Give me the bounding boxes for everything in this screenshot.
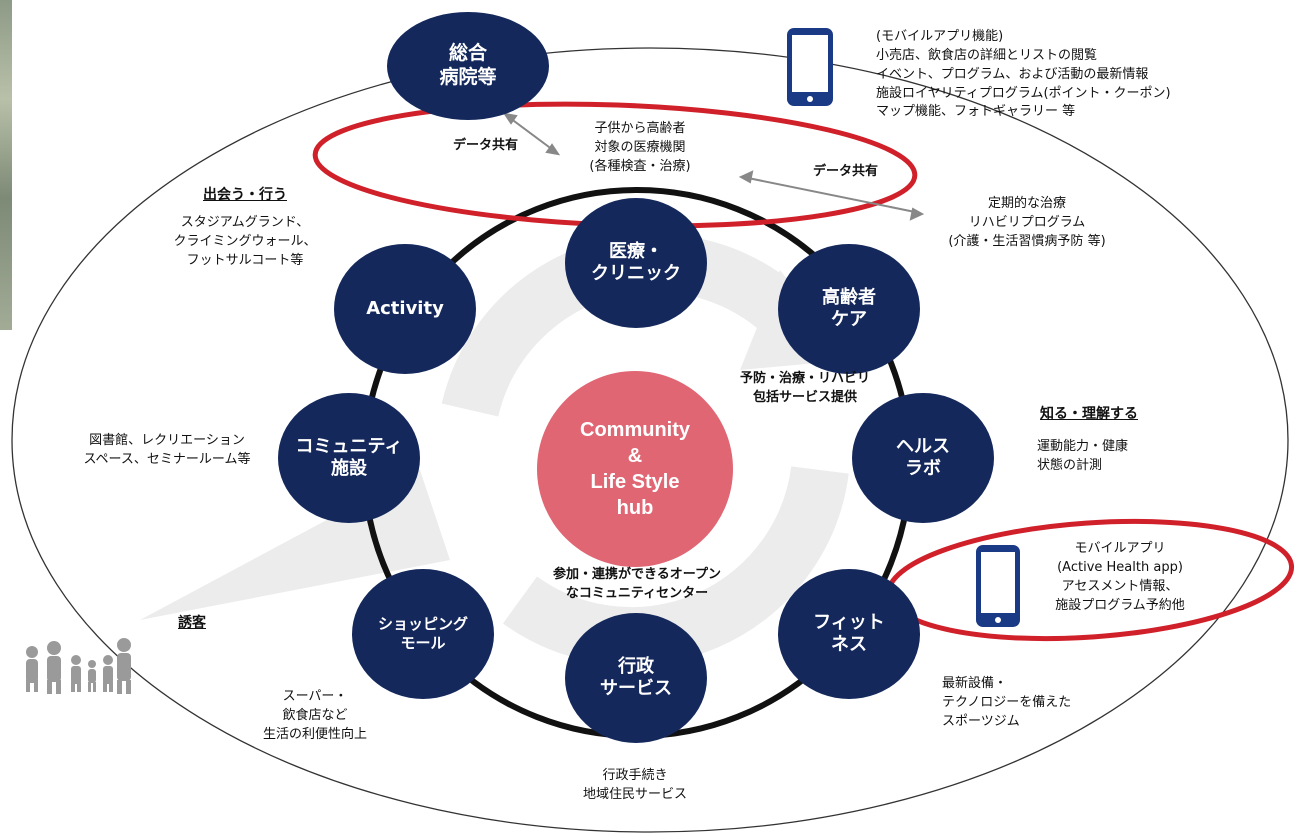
text-line: スーパー・ <box>282 689 348 704</box>
node-elderly-care: 高齢者 ケア <box>778 244 920 374</box>
node-community-facility: コミュニティ 施設 <box>278 393 420 523</box>
node-label: 施設 <box>331 458 367 479</box>
text-line: スタジアムグランド、 <box>180 215 310 230</box>
data-share-label: データ共有 <box>453 138 519 153</box>
text-line: アセスメント情報、 <box>1061 578 1179 594</box>
text-line: (Active Health app) <box>1057 559 1183 575</box>
text-line: (各種検査・治療) <box>589 158 691 174</box>
know-understand-heading: 知る・理解する <box>1040 406 1138 422</box>
node-label: サービス <box>600 678 672 699</box>
node-label: ケア <box>831 309 867 330</box>
text-line: (介護・生活習慣病予防 等) <box>948 233 1106 249</box>
medical-institution-text: 子供から高齢者 対象の医療機関 (各種検査・治療) <box>575 120 705 177</box>
node-label: フィット <box>813 611 885 633</box>
text-line: 参加・連携ができるオープン <box>553 567 721 582</box>
visitors-label: 誘客 <box>178 615 206 631</box>
text-line: 図書館、レクリエーション <box>89 433 245 448</box>
node-health-lab: ヘルス ラボ <box>852 393 994 523</box>
node-label: 高齢者 <box>822 286 876 308</box>
hub-line-1: Community <box>580 419 690 441</box>
text-line: スポーツジム <box>942 713 1020 729</box>
node-label: 病院等 <box>439 66 497 88</box>
node-label: Activity <box>366 297 444 319</box>
node-label: ショッピング <box>377 615 468 634</box>
data-share-label: データ共有 <box>813 164 879 179</box>
text-line: なコミュニティセンター <box>565 585 709 601</box>
text-line: リハビリプログラム <box>968 214 1086 230</box>
text-line: 地域住民サービス <box>582 786 687 802</box>
community-hub: Community & Life Style hub <box>537 371 733 567</box>
text-line: 子供から高齢者 <box>594 121 686 136</box>
latest-equipment-text: 最新設備・ テクノロジーを備えた スポーツジム <box>942 675 1071 732</box>
text-line: マップ機能、フォトギャラリー 等 <box>876 104 1076 120</box>
text-line: 生活の利便性向上 <box>262 726 367 742</box>
hub-line-2: & <box>627 445 643 467</box>
text-line: イベント、プログラム、および活動の最新情報 <box>876 66 1149 82</box>
node-government-service: 行政 サービス <box>565 613 707 743</box>
outer-ellipse <box>11 47 1289 833</box>
text-line: 包括サービス提供 <box>752 389 857 405</box>
library-text: 図書館、レクリエーション スペース、セミナールーム等 <box>67 432 267 470</box>
smartphone-icon <box>976 545 1020 627</box>
active-health-app-text: モバイルアプリ (Active Health app) アセスメント情報、 施設… <box>1040 540 1200 615</box>
family-silhouette-icon <box>26 638 131 694</box>
node-activity: Activity <box>334 244 476 374</box>
text-line: 定期的な治療 <box>987 196 1066 211</box>
text-line: クライミングウォール、 <box>173 233 317 249</box>
meet-do-heading: 出会う・行う <box>203 187 287 203</box>
meet-do-text: スタジアムグランド、 クライミングウォール、 フットサルコート等 <box>165 214 325 271</box>
mobile-app-feature-list: (モバイルアプリ機能) 小売店、飲食店の詳細とリストの閲覧 イベント、プログラム… <box>876 28 1171 122</box>
text-line: 小売店、飲食店の詳細とリストの閲覧 <box>876 47 1098 63</box>
admin-procedures-text: 行政手続き 地域住民サービス <box>570 767 700 805</box>
node-label: クリニック <box>591 263 681 284</box>
node-label: ラボ <box>905 458 941 479</box>
text-line: (モバイルアプリ機能) <box>876 29 1004 44</box>
text-line: テクノロジーを備えた <box>942 694 1072 710</box>
prevention-text: 予防・治療・リハビリ 包括サービス提供 <box>730 370 880 408</box>
know-understand-text: 運動能力・健康 状態の計測 <box>1037 438 1128 476</box>
text-line: フットサルコート等 <box>186 252 304 268</box>
text-line: 施設プログラム予約他 <box>1055 597 1185 613</box>
node-label: ヘルス <box>896 435 950 457</box>
text-line: スペース、セミナールーム等 <box>83 451 251 467</box>
smartphone-icon <box>787 28 833 106</box>
node-label: 行政 <box>618 655 654 677</box>
text-line: 施設ロイヤリティプログラム(ポイント・クーポン) <box>876 85 1171 101</box>
text-line: モバイルアプリ <box>1074 541 1166 556</box>
participation-text: 参加・連携ができるオープン なコミュニティセンター <box>547 566 727 604</box>
hub-line-3: Life Style <box>590 471 680 493</box>
text-line: 状態の計測 <box>1037 457 1103 473</box>
text-line: 運動能力・健康 <box>1037 439 1129 454</box>
node-fitness: フィット ネス <box>778 569 920 699</box>
text-line: 飲食店など <box>282 707 348 723</box>
background-photo-strip <box>0 0 12 330</box>
supermarket-text: スーパー・ 飲食店など 生活の利便性向上 <box>245 688 385 745</box>
node-label: コミュニティ <box>295 435 403 457</box>
text-line: 予防・治療・リハビリ <box>739 371 870 386</box>
node-medical-clinic: 医療・ クリニック <box>565 198 707 328</box>
text-line: 対象の医療機関 <box>594 139 686 155</box>
text-line: 最新設備・ <box>942 676 1008 691</box>
node-label: モール <box>400 634 446 652</box>
regular-treatment-text: 定期的な治療 リハビリプログラム (介護・生活習慣病予防 等) <box>922 195 1132 252</box>
node-label: ネス <box>831 634 867 655</box>
node-label: 医療・ <box>609 240 663 262</box>
hub-line-4: hub <box>616 497 654 519</box>
node-shopping-mall: ショッピング モール <box>352 569 494 699</box>
double-arrow-icon <box>502 112 925 221</box>
node-general-hospital: 総合 病院等 <box>387 12 549 120</box>
node-label: 総合 <box>448 42 487 65</box>
text-line: 行政手続き <box>602 768 668 783</box>
